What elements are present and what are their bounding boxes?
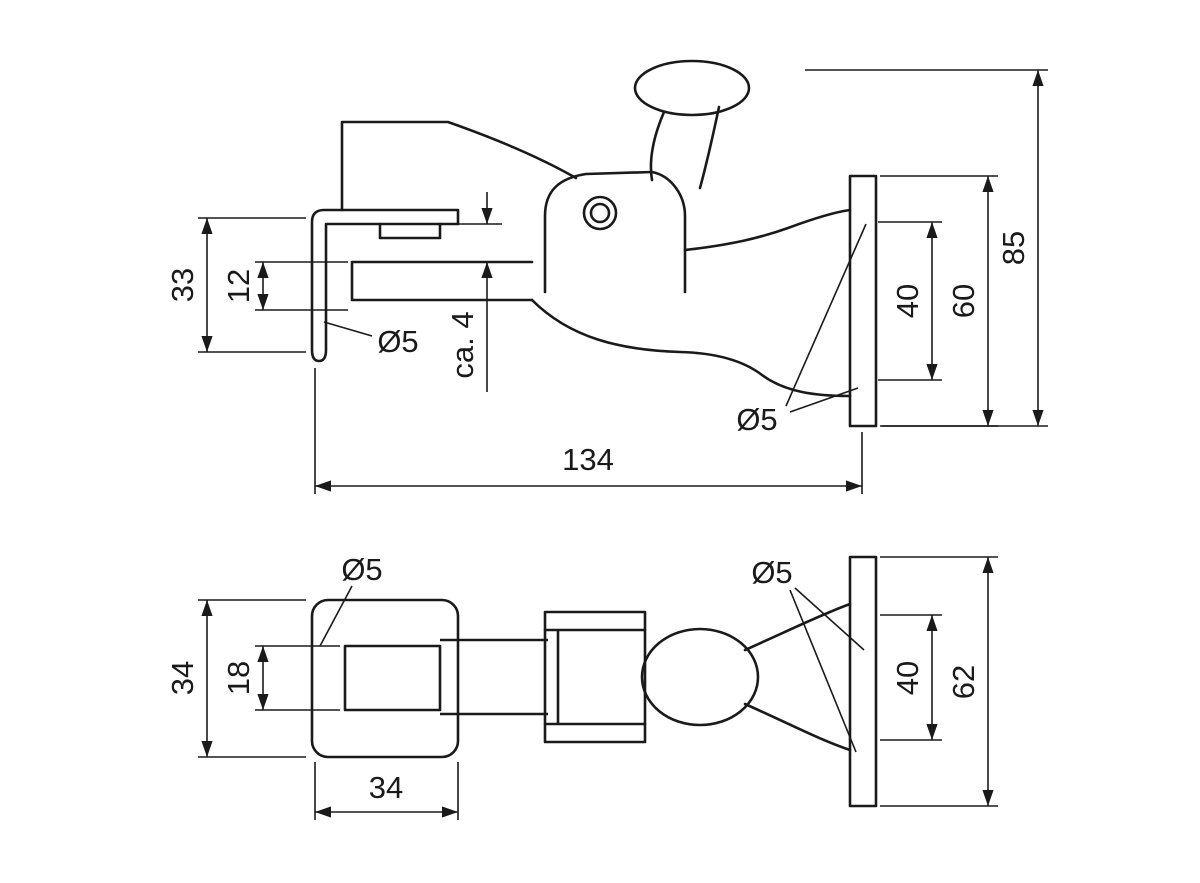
plan-view-dimensions: Ø5 34 18 34 Ø5 40 62 — [165, 552, 998, 820]
flare-bottom — [743, 702, 852, 752]
dim-label-40-plan: 40 — [890, 661, 925, 695]
dim-label-12: 12 — [221, 269, 256, 303]
leader-line — [785, 223, 867, 407]
flare-top — [743, 602, 852, 652]
arm-bottom-curve — [530, 298, 852, 398]
dim-label-134: 134 — [562, 442, 614, 477]
pivot-hole-inner — [589, 202, 611, 224]
pivot-hole-outer — [582, 195, 618, 231]
wall-plate-plan — [848, 555, 878, 808]
dim-label-ca4: ca. 4 — [445, 311, 480, 378]
dim-label-85: 85 — [996, 231, 1031, 265]
dim-label-dia5-plan-left: Ø5 — [341, 552, 382, 587]
dim-label-33: 33 — [165, 268, 200, 302]
wall-plate-side — [848, 174, 878, 428]
lever-body-outline — [340, 120, 578, 212]
side-view-dimensions: 33 12 Ø5 ca. 4 134 Ø5 40 60 — [165, 69, 1048, 494]
arm-plan-lines — [440, 638, 548, 716]
dim-label-34-bottom: 34 — [369, 770, 403, 805]
dim-label-18: 18 — [221, 661, 256, 695]
leader-line — [794, 587, 865, 651]
dim-label-dia5-plan-right: Ø5 — [751, 555, 792, 590]
side-view-part — [310, 59, 878, 428]
bracket-slot — [343, 644, 442, 712]
slot-bar — [350, 260, 534, 302]
leader-line — [789, 589, 857, 753]
arm-top-curve — [683, 208, 852, 252]
pivot-housing — [543, 170, 687, 294]
dim-label-34-left: 34 — [165, 661, 200, 695]
dim-label-60: 60 — [946, 284, 981, 318]
bracket-plan-outline — [310, 598, 460, 759]
dim-label-dia5-left: Ø5 — [377, 324, 418, 359]
leader-line — [323, 321, 373, 337]
body-block-details — [543, 628, 647, 726]
knob-neck-right — [698, 105, 721, 190]
knob-neck-left — [649, 110, 666, 182]
bracket-notch — [378, 222, 442, 240]
ball-outline — [640, 627, 760, 727]
angle-bracket — [310, 208, 460, 363]
dim-label-40: 40 — [890, 284, 925, 318]
leader-line — [789, 387, 859, 413]
dim-label-dia5-right: Ø5 — [736, 402, 777, 437]
leader-line — [319, 585, 353, 647]
dim-label-62: 62 — [946, 665, 981, 699]
plan-view-part — [310, 555, 878, 808]
body-block — [543, 610, 647, 744]
knob-outline — [633, 59, 751, 117]
